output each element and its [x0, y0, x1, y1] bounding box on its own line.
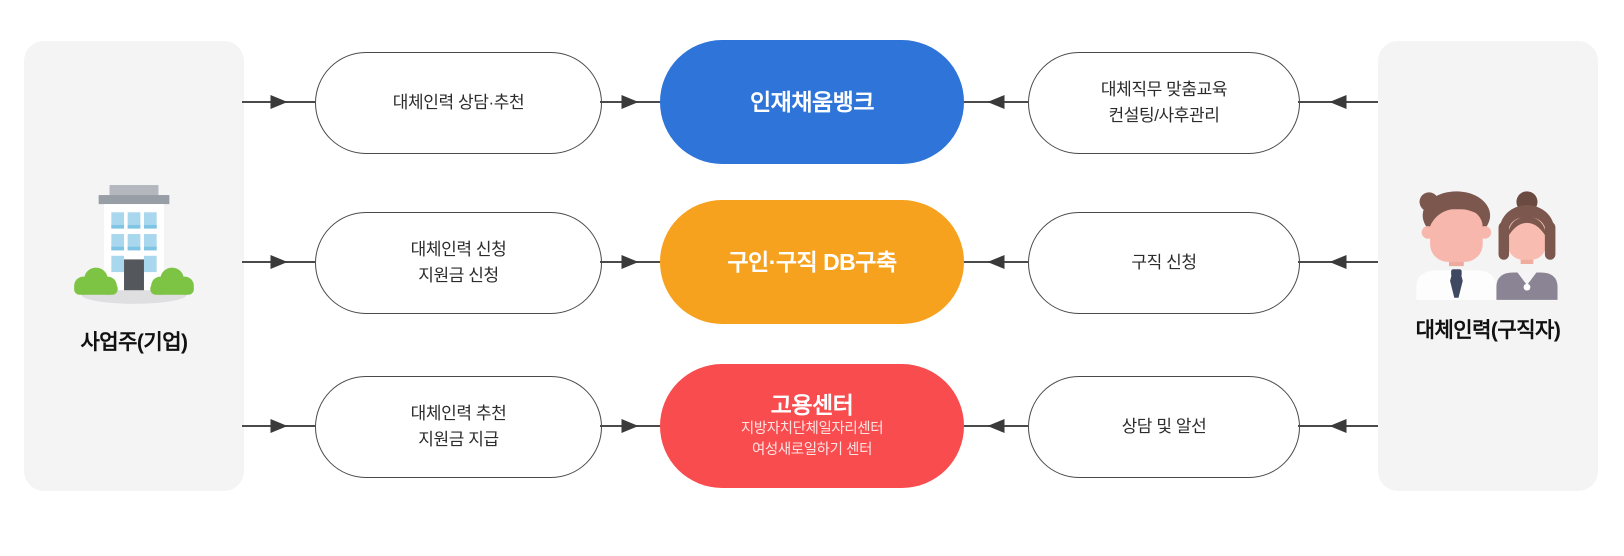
flow-arrow-left — [1298, 418, 1378, 434]
pill-consult-recommend: 대체인력 상담·추천 — [315, 52, 602, 154]
flow-arrow-left — [1298, 94, 1378, 110]
arrowhead-left-icon — [987, 255, 1005, 269]
node-job-db: 구인·구직 DB구축 — [660, 200, 964, 324]
node-talent-bank: 인재채움뱅크 — [660, 40, 964, 164]
arrowhead-left-icon — [1329, 419, 1347, 433]
pill-apply-workforce: 대체인력 신청 지원금 신청 — [315, 212, 602, 314]
node-title: 고용센터 — [770, 392, 854, 418]
flow-arrow-left — [964, 254, 1028, 270]
pill-text: 지원금 신청 — [418, 266, 499, 285]
arrowhead-right-icon — [270, 255, 287, 269]
job-seeker-panel: 대체인력(구직자) — [1378, 41, 1598, 491]
pill-custom-training: 대체직무 맞춤교육 컨설팅/사후관리 — [1028, 52, 1300, 154]
flow-arrow-right — [600, 418, 660, 434]
pill-text: 대체인력 추천 — [410, 404, 507, 423]
employer-label: 사업주(기업) — [80, 331, 188, 354]
employer-panel: 사업주(기업) — [24, 41, 244, 491]
node-title: 인재채움뱅크 — [750, 89, 874, 115]
flow-arrow-right — [600, 94, 660, 110]
node-employment-center: 고용센터 지방자치단체일자리센터 여성새로일하기 센터 — [660, 364, 964, 488]
arrowhead-left-icon — [987, 95, 1005, 109]
node-title: 구인·구직 DB구축 — [727, 249, 897, 275]
arrowhead-left-icon — [987, 419, 1005, 433]
arrowhead-right-icon — [270, 95, 287, 109]
flow-arrow-right — [242, 94, 315, 110]
flow-arrow-left — [964, 418, 1028, 434]
arrowhead-right-icon — [621, 255, 639, 269]
flow-arrow-right — [600, 254, 660, 270]
flow-arrow-left — [1298, 254, 1378, 270]
node-subtitle: 여성새로일하기 센터 — [751, 442, 873, 458]
pill-text: 대체인력 신청 — [410, 240, 507, 259]
job-seeker-label: 대체인력(구직자) — [1415, 319, 1561, 342]
arrowhead-left-icon — [1329, 255, 1347, 269]
arrowhead-left-icon — [1329, 95, 1347, 109]
arrowhead-right-icon — [270, 419, 287, 433]
pill-counsel-placement: 상담 및 알선 — [1028, 376, 1300, 478]
flow-arrow-left — [964, 94, 1028, 110]
arrowhead-right-icon — [621, 95, 639, 109]
pill-text: 대체인력 상담·추천 — [392, 93, 525, 112]
pill-text: 지원금 지급 — [418, 430, 499, 449]
job-seekers-icon — [1416, 191, 1558, 300]
pill-recommend-subsidy: 대체인력 추천 지원금 지급 — [315, 376, 602, 478]
pill-job-application: 구직 신청 — [1028, 212, 1300, 314]
pill-text: 상담 및 알선 — [1121, 417, 1207, 436]
pill-text: 구직 신청 — [1131, 253, 1197, 272]
flow-arrow-right — [242, 418, 315, 434]
flow-arrow-right — [242, 254, 315, 270]
pill-text: 대체직무 맞춤교육 — [1100, 80, 1228, 99]
pill-text: 컨설팅/사후관리 — [1108, 106, 1220, 125]
arrowhead-right-icon — [621, 419, 639, 433]
node-subtitle: 지방자치단체일자리센터 — [740, 421, 884, 437]
building-icon — [74, 185, 194, 304]
